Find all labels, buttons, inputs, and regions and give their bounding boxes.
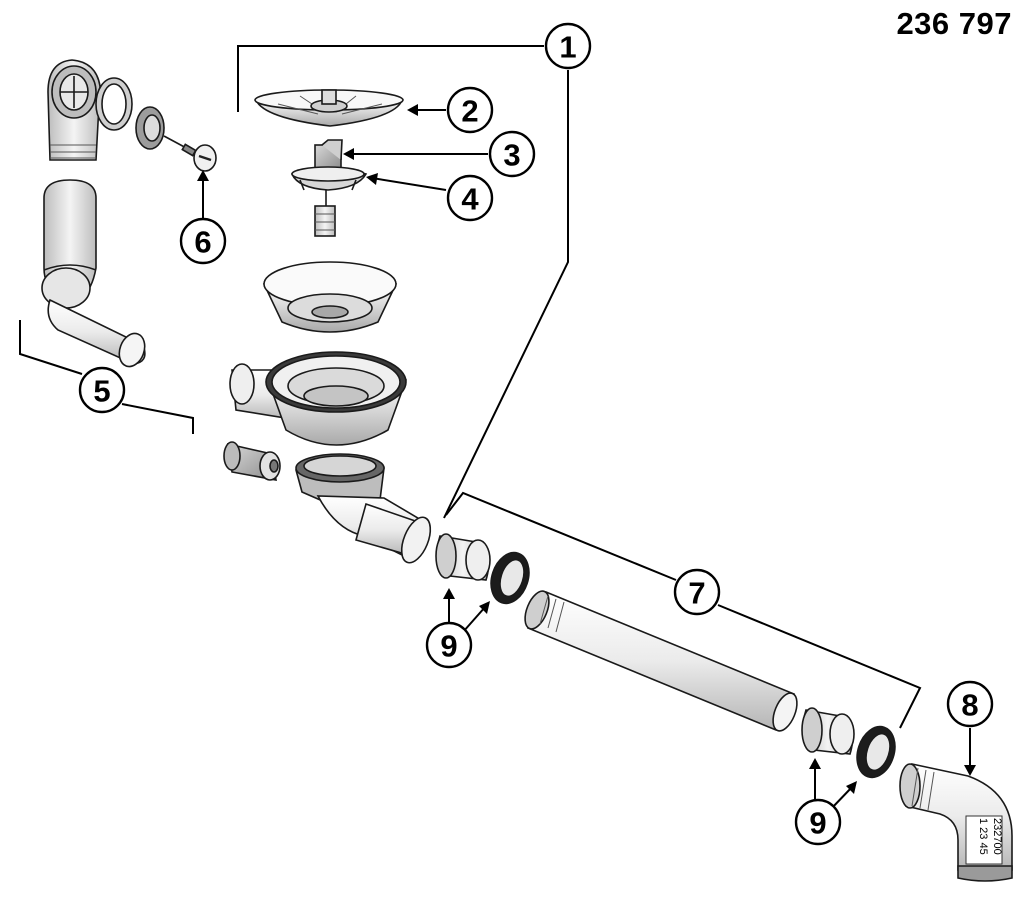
- callout-1-number: 1: [559, 30, 576, 65]
- elbow-label-line2: 1 23 45: [977, 818, 989, 855]
- elbow-fitting: [899, 763, 1013, 882]
- overflow-assembly: [41, 59, 217, 368]
- document-number: 236 797: [896, 6, 1012, 41]
- callout-9-lower: 9: [794, 798, 842, 846]
- bracket-5: [19, 320, 194, 434]
- callout-7-number: 7: [688, 576, 705, 611]
- callout-8-number: 8: [961, 688, 978, 723]
- leader-4: [371, 177, 447, 191]
- callout-1: 1: [544, 22, 592, 70]
- bracket-7: [445, 491, 922, 729]
- callout-7: 7: [673, 568, 721, 616]
- union-nut-upper: [435, 533, 491, 581]
- callout-9-upper: 9: [425, 621, 473, 669]
- callout-5-number: 5: [93, 374, 110, 409]
- callout-6-number: 6: [194, 225, 211, 260]
- union-nut-lower: [801, 707, 855, 755]
- gasket-upper: [490, 551, 530, 605]
- callout-2: 2: [446, 86, 494, 134]
- callout-9-lower-number: 9: [809, 806, 826, 841]
- valve-plug: [290, 139, 368, 237]
- elbow-label-line1: 232700: [991, 818, 1003, 855]
- gasket-lower: [856, 725, 896, 779]
- callout-3: 3: [488, 130, 536, 178]
- overflow-connector: [223, 441, 281, 481]
- callout-3-number: 3: [503, 138, 520, 173]
- callout-6: 6: [179, 217, 227, 265]
- callout-4: 4: [446, 174, 494, 222]
- bracket-1: [237, 45, 544, 112]
- strainer-basket: [262, 261, 398, 333]
- callout-8: 8: [946, 680, 994, 728]
- leader-1: [443, 70, 569, 519]
- leader-9b: [462, 605, 487, 633]
- outlet-body: [295, 453, 432, 564]
- strainer-cover: [254, 89, 404, 127]
- callout-9-upper-number: 9: [440, 629, 457, 664]
- callout-2-number: 2: [461, 94, 478, 129]
- drain-body: [229, 351, 408, 446]
- callout-4-number: 4: [461, 182, 479, 217]
- callout-5: 5: [78, 366, 126, 414]
- extension-pipe: [524, 590, 798, 732]
